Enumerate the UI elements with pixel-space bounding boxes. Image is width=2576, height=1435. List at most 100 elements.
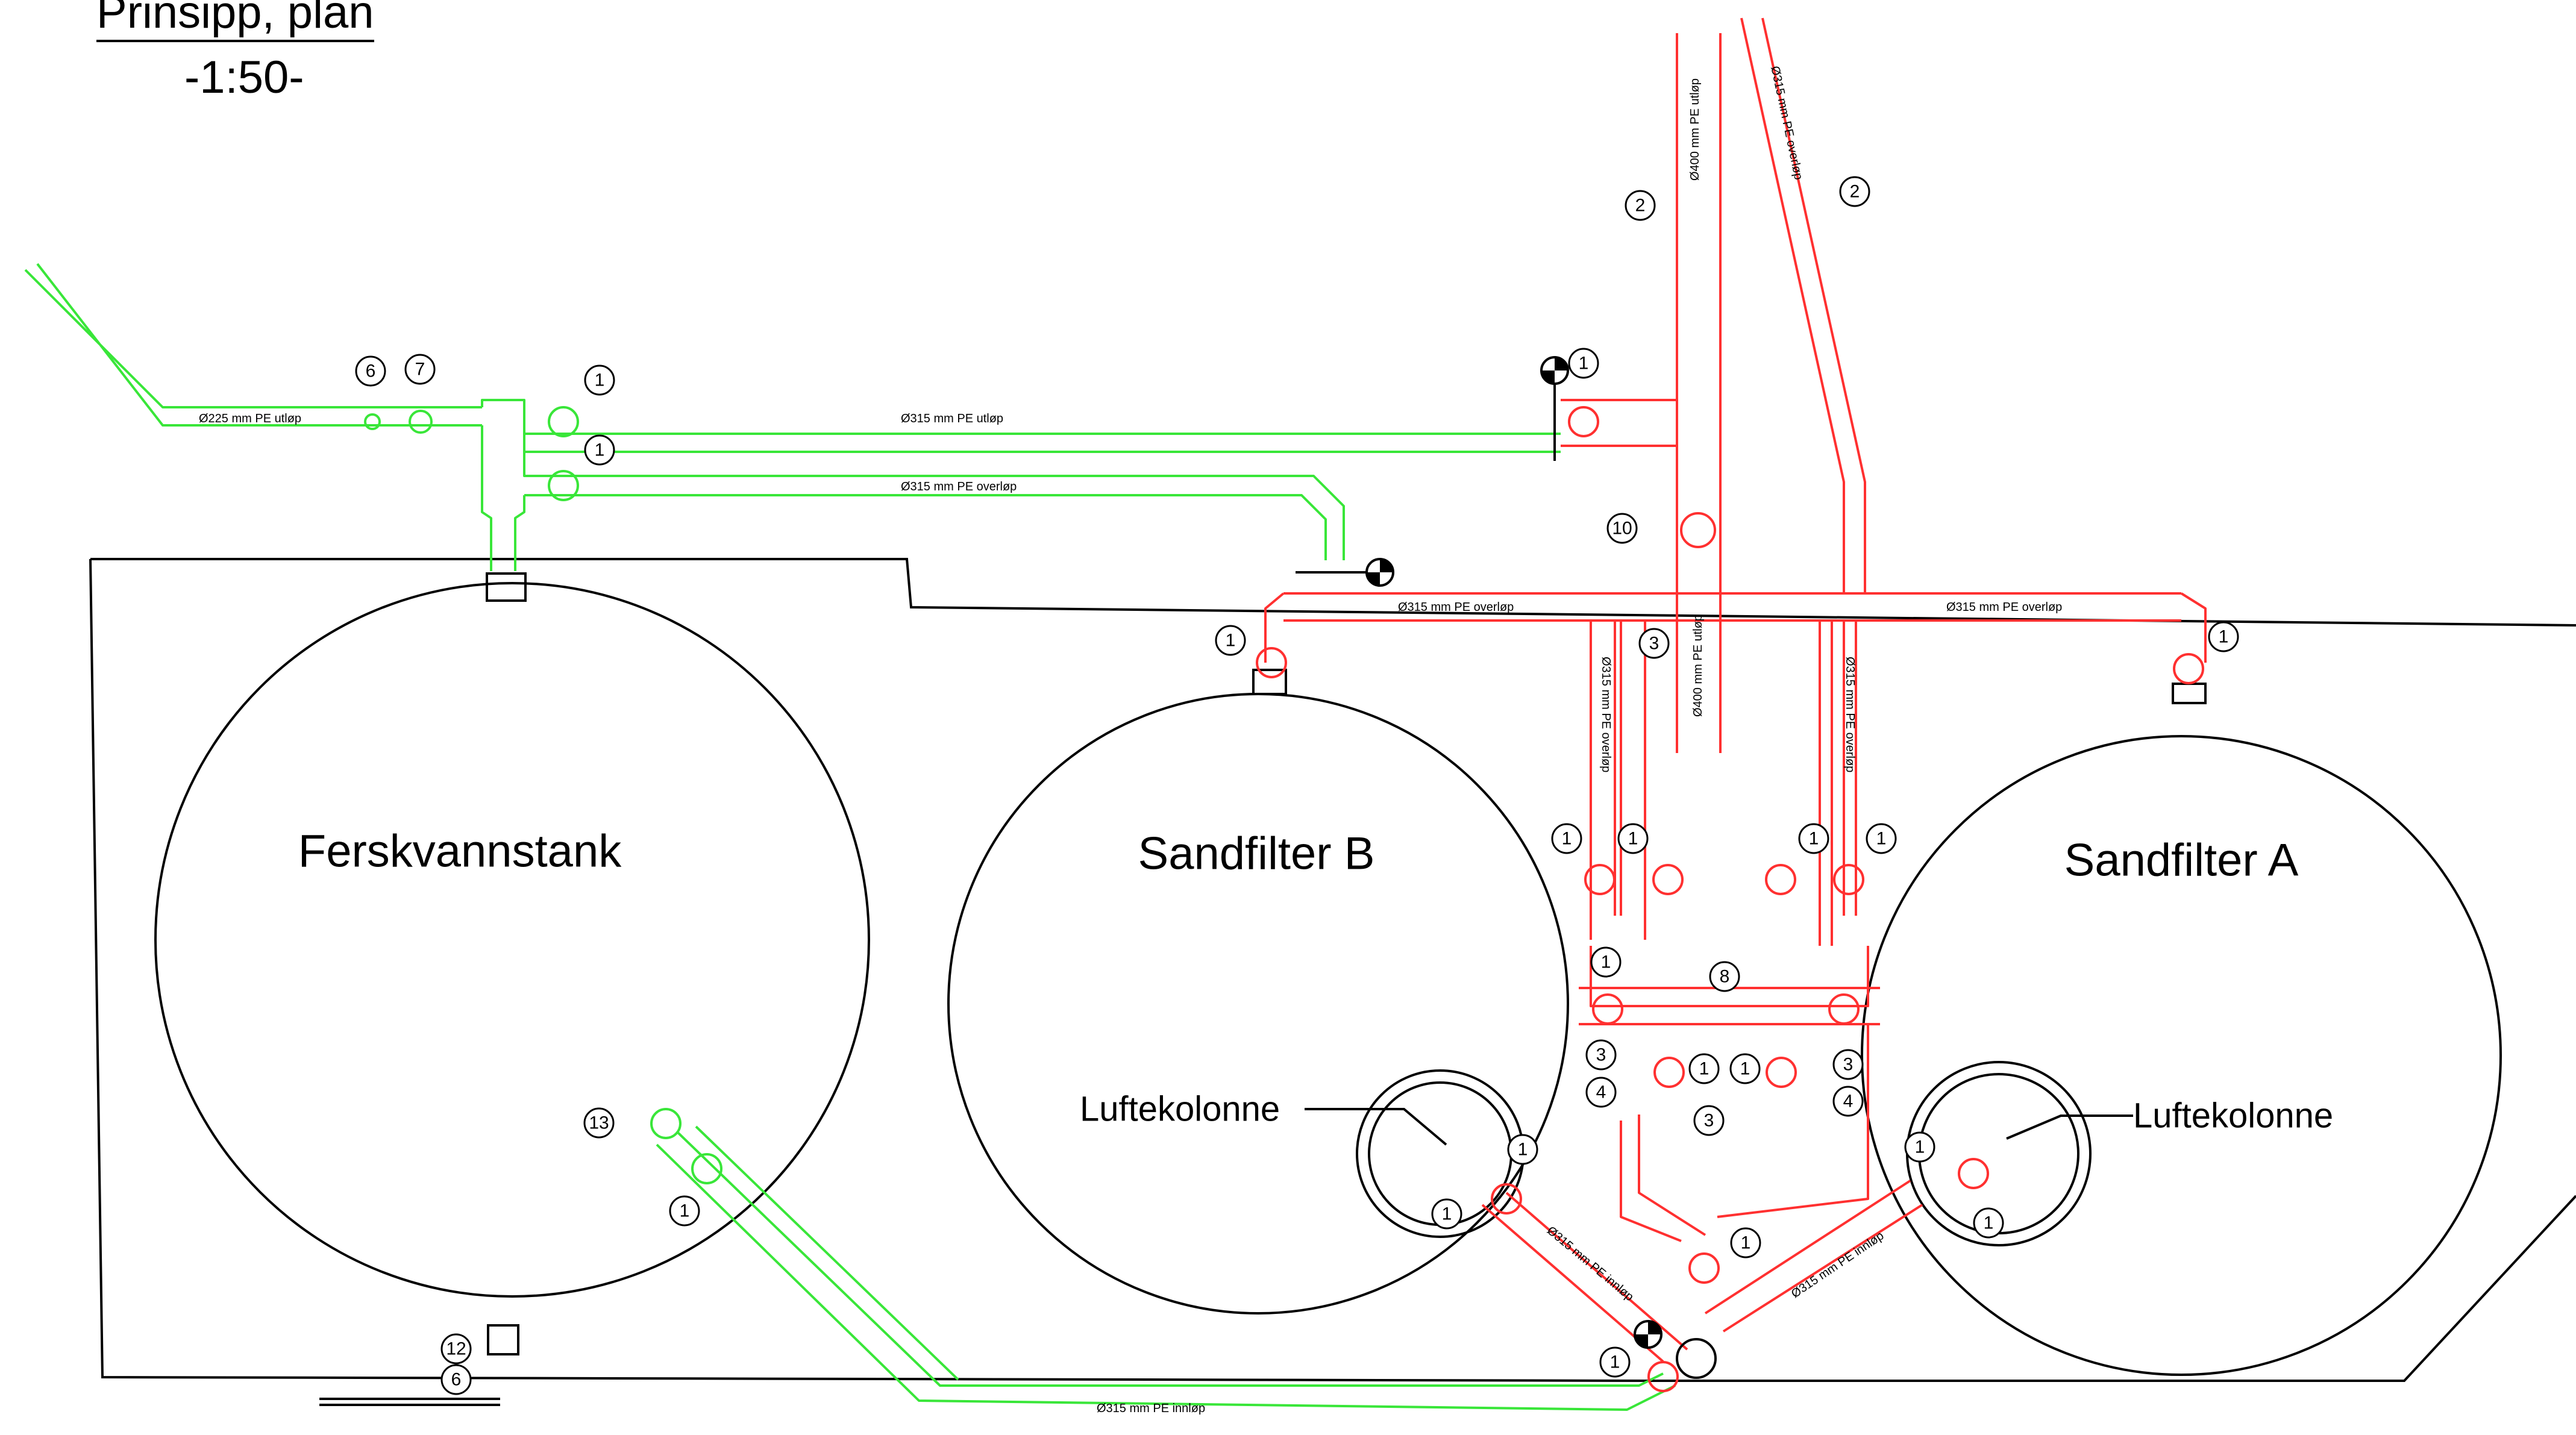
valve-red-12 <box>1680 512 1716 548</box>
callout-6: 6 <box>440 1364 472 1395</box>
callout-1: 1 <box>1973 1207 2004 1239</box>
label-outlet-315: Ø315 mm PE utløp <box>901 412 1003 425</box>
callout-1: 1 <box>1590 946 1622 978</box>
valves <box>364 406 2204 1392</box>
svg-text:8: 8 <box>1720 967 1730 987</box>
svg-text:1: 1 <box>1984 1213 1994 1233</box>
valve-green-1a <box>548 406 579 437</box>
callout-1: 1 <box>1551 823 1582 854</box>
nozzle-freshwater-top <box>486 572 527 602</box>
valve-green-8 <box>409 410 433 434</box>
callout-8: 7 <box>404 354 436 385</box>
svg-text:1: 1 <box>1226 631 1236 651</box>
label-outlet-400-top: Ø400 mm PE utløp <box>1688 78 1702 181</box>
svg-text:1: 1 <box>1809 829 1819 849</box>
svg-text:4: 4 <box>1843 1092 1854 1111</box>
callout-1: 1 <box>1866 823 1897 854</box>
aeration-leader-a <box>2006 1115 2133 1140</box>
label-outlet-400-mid: Ø400 mm PE utløp <box>1691 614 1705 717</box>
level-marker-top <box>1540 356 1569 461</box>
callout-1: 1 <box>1729 1053 1761 1084</box>
label-overflow-vertical-left: Ø315 mm PE overløp <box>1599 657 1612 772</box>
pipe-outlet-225 <box>24 263 482 427</box>
svg-text:1: 1 <box>1610 1352 1620 1372</box>
callout-12: 10 <box>1606 513 1638 544</box>
callout-4: 4 <box>1832 1086 1864 1117</box>
callout-9: 6 <box>355 355 386 387</box>
svg-text:2: 2 <box>1635 196 1646 216</box>
svg-text:3: 3 <box>1596 1045 1606 1065</box>
svg-text:1: 1 <box>1562 829 1572 849</box>
svg-text:1: 1 <box>1699 1059 1709 1079</box>
callout-4: 4 <box>1585 1077 1617 1108</box>
valve-red-m2 <box>1652 864 1684 895</box>
aeration-column-a-inner <box>1918 1073 2079 1234</box>
drawing-title: Prinsipp, plan <box>96 0 374 42</box>
valve-red-m4 <box>1833 864 1864 895</box>
pipe-green-riser <box>481 486 525 571</box>
svg-text:1: 1 <box>1442 1204 1452 1224</box>
label-inlet-a: Ø315 mm PE innløp <box>1789 1229 1887 1301</box>
pipe-red-lower-loop <box>1590 946 1869 1242</box>
svg-text:1: 1 <box>1628 829 1638 849</box>
callout-1: 1 <box>1798 823 1829 854</box>
tank-sandfilter-b <box>947 693 1569 1315</box>
tank-freshwater <box>154 582 870 1298</box>
valve-red-m1 <box>1584 864 1615 895</box>
svg-text:1: 1 <box>1740 1059 1750 1079</box>
label-overflow-315-green: Ø315 mm PE overløp <box>901 480 1017 493</box>
valve-red-bottom <box>1688 1252 1720 1284</box>
svg-text:6: 6 <box>451 1370 462 1390</box>
nozzle-freshwater-bottom <box>487 1324 519 1355</box>
svg-text:1: 1 <box>1915 1137 1925 1157</box>
svg-text:6: 6 <box>366 361 376 381</box>
label-inlet-b: Ø315 mm PE innløp <box>1544 1224 1636 1304</box>
svg-text:3: 3 <box>1649 634 1659 654</box>
pipe-red-verticals <box>1590 621 1857 946</box>
building-outline <box>89 558 2576 1382</box>
tank-label-filter-b: Sandfilter B <box>1138 828 1375 880</box>
valve-green-13 <box>691 1153 722 1184</box>
svg-text:13: 13 <box>589 1113 609 1133</box>
callout-1: 1 <box>669 1195 700 1227</box>
callout-1: 1 <box>1431 1198 1462 1230</box>
callout-3: 3 <box>1693 1105 1725 1136</box>
callout-3: 3 <box>1638 628 1670 659</box>
drawing-scale: -1:50- <box>184 52 304 103</box>
valve-red-m5 <box>1592 993 1623 1025</box>
red-piping <box>1264 17 2207 1379</box>
nozzle-filter-a-top <box>2172 683 2207 704</box>
pipe-red-inlet-a <box>1704 1180 1923 1333</box>
svg-text:10: 10 <box>1612 519 1632 539</box>
callout-1: 1 <box>1599 1346 1631 1378</box>
label-inlet-green: Ø315 mm PE innløp <box>1097 1402 1205 1415</box>
label-outlet-225: Ø225 mm PE utløp <box>199 412 301 425</box>
svg-text:1: 1 <box>595 370 605 390</box>
pipe-red-inlet-b <box>1481 1192 1688 1363</box>
callout-1: 1 <box>1568 348 1599 379</box>
callout-7: 12 <box>440 1333 472 1365</box>
callout-2: 2 <box>1625 190 1656 221</box>
callout-10: 8 <box>1709 961 1740 992</box>
tank-sandfilter-a <box>1861 735 2502 1376</box>
callout-1: 1 <box>1215 625 1246 656</box>
level-marker-inlet <box>1634 1320 1662 1349</box>
svg-text:1: 1 <box>1579 354 1589 374</box>
valve-red-inlet-b <box>1491 1183 1522 1215</box>
svg-text:3: 3 <box>1843 1055 1854 1075</box>
valve-red-main-inlet <box>1647 1361 1679 1392</box>
tank-label-filter-a: Sandfilter A <box>2064 835 2299 886</box>
label-overflow-vertical-right: Ø315 mm PE overløp <box>1843 657 1857 772</box>
label-overflow-315-left: Ø315 mm PE overløp <box>1398 601 1514 614</box>
callouts: 6 7 1 1 2 2 1 10 1 3 1 1 1 1 1 1 8 3 4 1… <box>355 176 2239 1395</box>
valve-green-9 <box>364 413 381 430</box>
callout-3: 3 <box>1832 1049 1864 1080</box>
callout-2: 2 <box>1839 176 1870 207</box>
svg-text:1: 1 <box>595 440 605 460</box>
svg-text:3: 3 <box>1704 1111 1714 1131</box>
green-piping <box>24 263 1676 1411</box>
inlet-junction <box>1676 1338 1717 1379</box>
pipe-red-outlet-stub <box>1561 399 1677 447</box>
valve-red-m6 <box>1828 993 1860 1025</box>
valve-red-a-top <box>2173 653 2204 684</box>
